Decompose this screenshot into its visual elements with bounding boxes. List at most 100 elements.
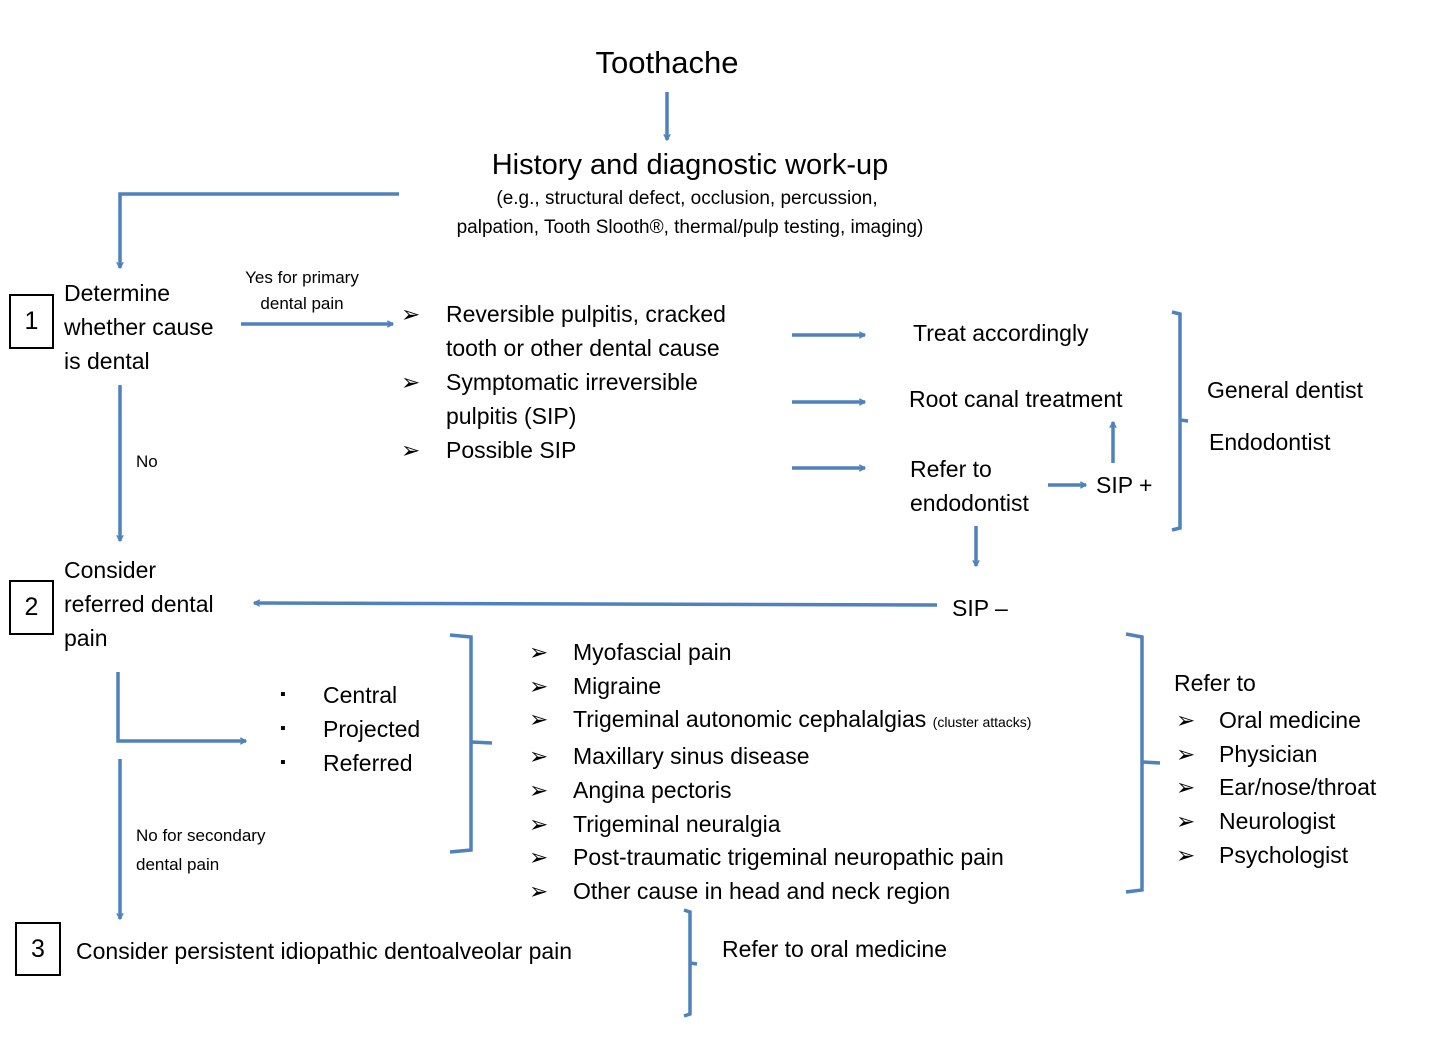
cause-text: Other cause in head and neck region [573, 877, 951, 904]
pain-types-list: ▪ Central ▪ Projected ▪ Referred [280, 678, 420, 780]
arrowhead-bullet-icon: ➢ [529, 877, 549, 904]
arrowhead-bullet-icon: ➢ [401, 437, 421, 463]
arrowhead-bullet-icon: ➢ [401, 301, 421, 327]
arrowhead-bullet-icon: ➢ [1176, 774, 1196, 801]
refer-line: Refer to [910, 456, 992, 482]
step1-label: Determine whether cause is dental [64, 276, 214, 378]
no-label: No [136, 452, 158, 471]
arrowhead-bullet-icon: ➢ [1176, 808, 1196, 835]
step3-label: Consider persistent idiopathic dentoalve… [76, 938, 573, 964]
arrowhead-bullet-icon: ➢ [529, 706, 549, 733]
cause-text: Post-traumatic trigeminal neuropathic pa… [573, 844, 1004, 871]
referral-text: Oral medicine [1219, 707, 1361, 733]
provider-endodontist: Endodontist [1209, 429, 1331, 455]
bracket-step3 [683, 908, 698, 1018]
arrowhead-bullet-icon: ➢ [529, 743, 549, 770]
provider-general-dentist: General dentist [1207, 377, 1363, 403]
step3-referral: Refer to oral medicine [722, 936, 947, 962]
diagram-title: Toothache [595, 45, 739, 80]
arrowhead-bullet-icon: ➢ [529, 810, 549, 837]
yes-label-line: Yes for primary [245, 268, 359, 287]
cause-text: Angina pectoris [573, 776, 732, 803]
list-item: ▪ Projected [280, 712, 420, 746]
cause-text: Myofascial pain [573, 639, 732, 665]
list-item: ➢ Trigeminal autonomic cephalalgias (clus… [529, 703, 1031, 740]
step-number-badge: 1 [9, 294, 54, 349]
yes-label-line: dental pain [260, 294, 344, 313]
cause-text: Maxillary sinus disease [573, 743, 810, 770]
list-item: ➢ Symptomatic irreversible pulpitis (SIP… [401, 365, 726, 433]
list-item: ➢ Angina pectoris [529, 774, 1031, 808]
step-number-badge: 3 [15, 922, 61, 976]
list-item: ➢ Migraine [529, 670, 1031, 704]
referrals-heading: Refer to [1174, 670, 1256, 696]
arrow-step2-to-pain-types [116, 672, 246, 741]
referral-text: Physician [1219, 740, 1318, 767]
list-item: ➢ Other cause in head and neck region [529, 875, 1031, 909]
list-item: ➢ Myofascial pain [529, 636, 1031, 670]
list-item: ▪ Central [280, 678, 420, 712]
referral-text: Psychologist [1219, 841, 1349, 868]
no-secondary-line: dental pain [136, 855, 220, 874]
arrowhead-bullet-icon: ➢ [401, 369, 421, 395]
arrowhead-bullet-icon: ➢ [1176, 841, 1196, 868]
refer-to-endodontist: Refer to endodontist [910, 452, 1029, 520]
arrowhead-bullet-icon: ➢ [529, 672, 549, 699]
root-canal-treatment: Root canal treatment [909, 386, 1123, 412]
list-item: ➢ Neurologist [1176, 805, 1376, 839]
step-number-badge: 2 [9, 580, 54, 635]
arrowhead-bullet-icon: ➢ [529, 639, 549, 665]
treat-accordingly: Treat accordingly [913, 320, 1089, 346]
referral-text: Ear/nose/throat [1219, 774, 1377, 801]
pain-type: Referred [323, 750, 413, 776]
arrow-sip-minus-to-step2 [254, 603, 938, 607]
cause-line: pulpitis (SIP) [446, 403, 577, 429]
step1-line: is dental [64, 348, 150, 374]
cause-note: (cluster attacks) [932, 714, 1032, 731]
step2-line: Consider [64, 557, 157, 583]
bracket-nondental [1125, 632, 1161, 894]
no-secondary-line: No for secondary [136, 826, 266, 845]
referral-text: Neurologist [1219, 808, 1336, 835]
step2-label: Consider referred dental pain [64, 553, 214, 655]
cause-line: tooth or other dental cause [446, 335, 720, 361]
step1-line: whether cause [64, 314, 214, 340]
arrowhead-bullet-icon: ➢ [529, 844, 549, 871]
bracket-pain-types [449, 633, 493, 854]
square-bullet-icon: ▪ [280, 686, 286, 703]
arrowhead-bullet-icon: ➢ [1176, 740, 1196, 767]
cause-line: Symptomatic irreversible [446, 369, 698, 395]
workup-detail-line2: palpation, Tooth Slooth®, thermal/pulp t… [456, 217, 924, 238]
arrow-workup-to-step1 [120, 192, 399, 268]
list-item: ➢ Trigeminal neuralgia [529, 808, 1031, 842]
no-secondary-label: No for secondary dental pain [136, 821, 265, 879]
dental-causes-list: ➢ Reversible pulpitis, cracked tooth or … [401, 297, 726, 467]
cause-text: Migraine [573, 672, 662, 699]
list-item: ➢ Psychologist [1176, 839, 1376, 873]
workup-heading: History and diagnostic work-up [491, 149, 889, 181]
step1-line: Determine [64, 280, 171, 306]
step2-line: referred dental [64, 591, 214, 617]
arrowhead-bullet-icon: ➢ [529, 776, 549, 803]
cause-line: Reversible pulpitis, cracked [446, 301, 726, 327]
workup-detail-line1: (e.g., structural defect, occlusion, per… [496, 188, 878, 209]
list-item: ➢Oral medicine [1176, 704, 1376, 738]
pain-type: Central [323, 682, 398, 708]
square-bullet-icon: ▪ [280, 754, 286, 771]
sip-positive: SIP + [1096, 472, 1153, 498]
sip-negative: SIP – [952, 595, 1008, 621]
nondental-causes-list: ➢ Myofascial pain ➢ Migraine ➢ Trigeminal a… [529, 636, 1031, 909]
step2-line: pain [64, 625, 108, 651]
list-item: ➢ Reversible pulpitis, cracked tooth or … [401, 297, 726, 365]
yes-primary-label: Yes for primary dental pain [222, 265, 382, 317]
cause-text: Trigeminal autonomic cephalalgias [573, 706, 927, 733]
cause-text: Trigeminal neuralgia [573, 810, 781, 837]
referrals-list: ➢Oral medicine ➢Physician ➢Ear/nose/thro… [1176, 704, 1376, 873]
list-item: ➢ Maxillary sinus disease [529, 740, 1031, 774]
pain-type: Projected [323, 716, 421, 742]
list-item: ➢ Possible SIP [401, 433, 726, 467]
list-item: ➢ Ear/nose/throat [1176, 771, 1376, 805]
refer-line: endodontist [910, 490, 1029, 516]
list-item: ➢ Physician [1176, 738, 1376, 772]
